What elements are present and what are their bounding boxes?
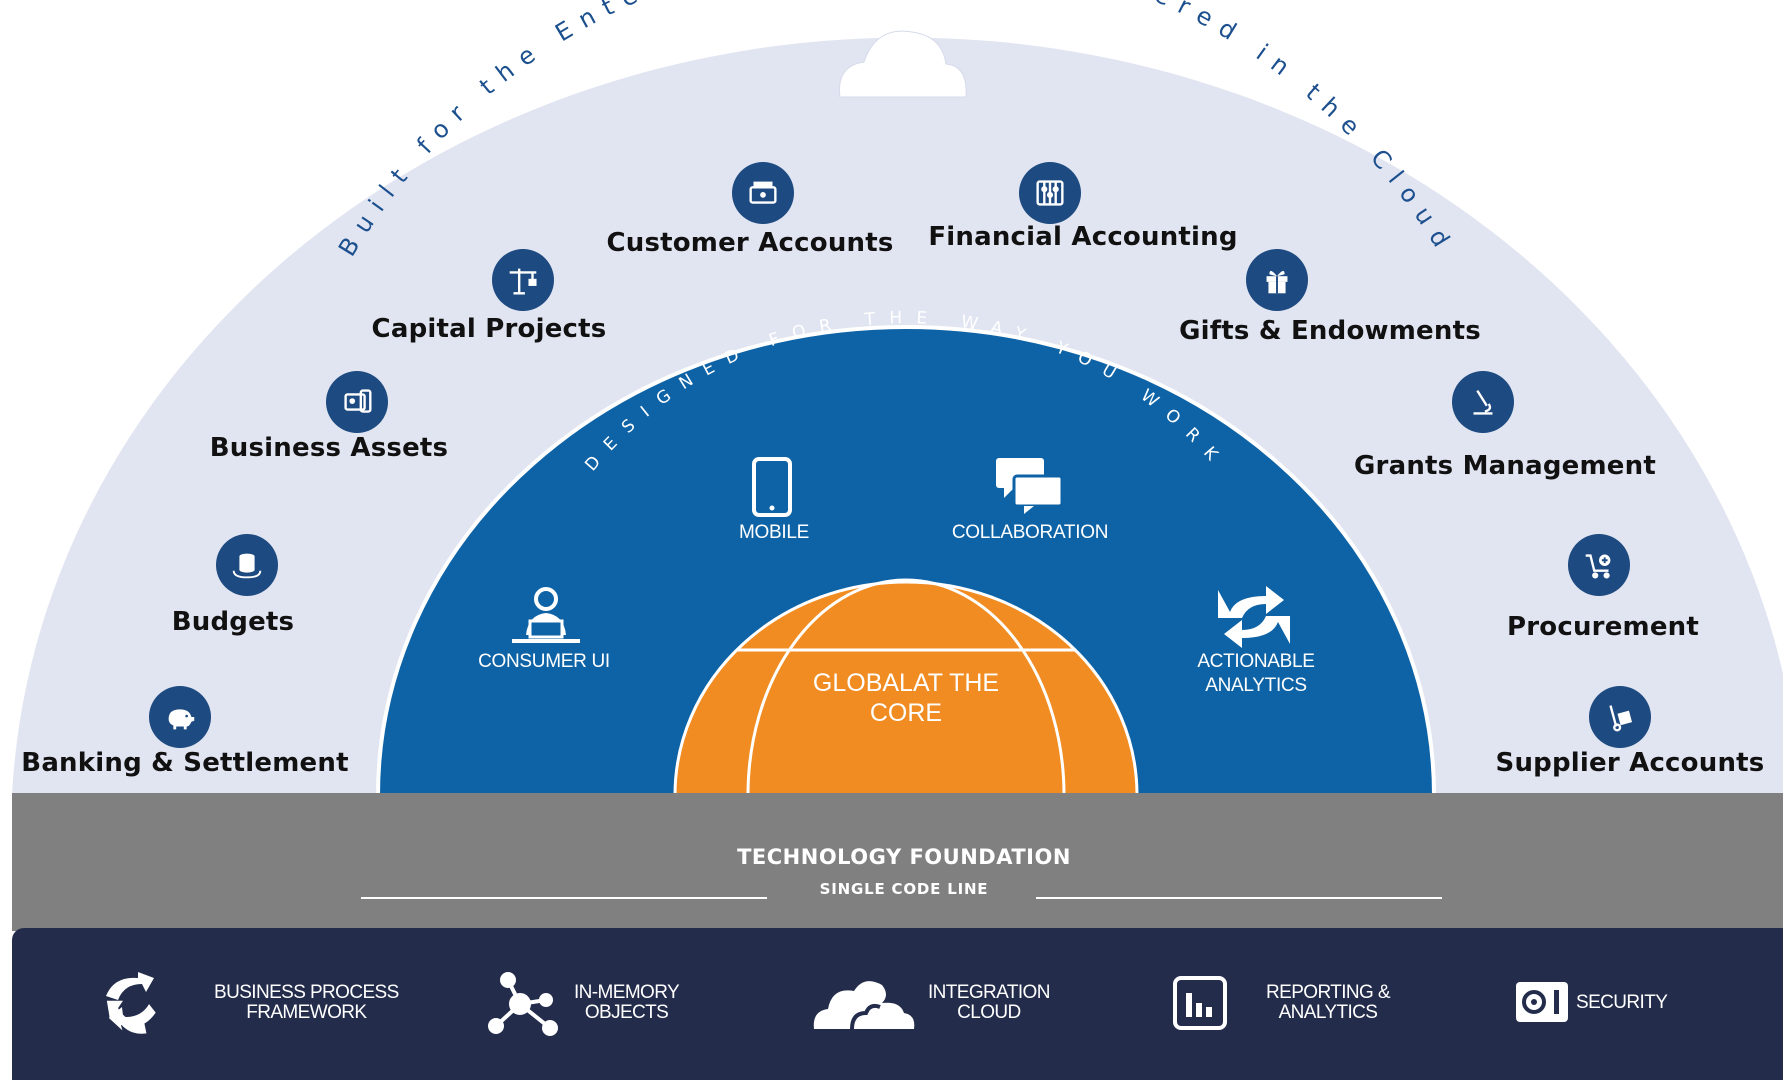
piggy-bank-icon bbox=[149, 686, 211, 748]
module-label-financial-accounting: Financial Accounting bbox=[928, 222, 1238, 252]
tech-item-business-process: BUSINESS PROCESS FRAMEWORK bbox=[102, 962, 399, 1044]
module-label-grants-management: Grants Management bbox=[1354, 451, 1656, 481]
tech-label-integration-cloud: INTEGRATION CLOUD bbox=[928, 982, 1050, 1023]
inner-blue-arch bbox=[375, 325, 1437, 797]
core-inner-arc bbox=[746, 578, 1066, 796]
coins-stack-icon bbox=[216, 534, 278, 596]
core-orange-dome bbox=[673, 580, 1139, 797]
cash-register-icon bbox=[732, 162, 794, 224]
hand-truck-icon bbox=[1589, 686, 1651, 748]
tech-capabilities-bar bbox=[12, 928, 1783, 1080]
module-label-supplier-accounts: Supplier Accounts bbox=[1495, 748, 1765, 778]
tech-label-business-process: BUSINESS PROCESS FRAMEWORK bbox=[214, 982, 399, 1023]
module-label-budgets: Budgets bbox=[171, 607, 295, 637]
foundation-left-rule bbox=[361, 897, 767, 899]
safe-icon bbox=[1516, 982, 1568, 1022]
tech-label-reporting-analytics: REPORTING & ANALYTICS bbox=[1266, 982, 1391, 1023]
id-card-tablet-icon bbox=[326, 371, 388, 433]
top-cloud-icon bbox=[839, 30, 967, 98]
tech-item-integration-cloud: INTEGRATION CLOUD bbox=[812, 962, 1050, 1044]
chat-bubbles-icon bbox=[994, 456, 1066, 518]
refresh-arrows-icon bbox=[1214, 586, 1294, 652]
module-label-gifts-endowments: Gifts & Endowments bbox=[1179, 316, 1481, 346]
cloud-icon bbox=[813, 981, 915, 1030]
cycle-arrows-icon bbox=[106, 972, 156, 1034]
mobile-phone-icon bbox=[750, 456, 794, 522]
network-nodes-icon bbox=[488, 972, 558, 1036]
user-laptop-icon bbox=[508, 585, 584, 651]
tech-item-in-memory: IN-MEMORY OBJECTS bbox=[488, 962, 680, 1044]
gift-icon bbox=[1246, 249, 1308, 311]
technology-foundation-subtitle: SINGLE CODE LINE bbox=[819, 880, 989, 898]
feature-label-collaboration: COLLABORATION bbox=[951, 522, 1109, 543]
shopping-cart-add-icon bbox=[1568, 534, 1630, 596]
tech-item-reporting-analytics: REPORTING & ANALYTICS bbox=[1172, 962, 1391, 1044]
foundation-right-rule bbox=[1036, 897, 1442, 899]
module-label-procurement: Procurement bbox=[1507, 612, 1699, 642]
feature-label-actionable-analytics: ACTIONABLE ANALYTICS bbox=[1197, 651, 1315, 696]
module-label-banking-settlement: Banking & Settlement bbox=[21, 748, 349, 778]
core-label: GLOBALAT THE CORE bbox=[812, 669, 1000, 727]
tech-label-in-memory: IN-MEMORY OBJECTS bbox=[574, 982, 680, 1023]
module-label-customer-accounts: Customer Accounts bbox=[606, 228, 894, 258]
abacus-icon bbox=[1019, 162, 1081, 224]
tech-label-security: SECURITY bbox=[1576, 992, 1668, 1013]
crane-icon bbox=[492, 249, 554, 311]
module-label-business-assets: Business Assets bbox=[209, 433, 449, 463]
technology-foundation-title: TECHNOLOGY FOUNDATION bbox=[737, 845, 1071, 869]
technology-foundation-band bbox=[12, 793, 1783, 931]
feature-label-consumer-ui: CONSUMER UI bbox=[478, 651, 610, 672]
bar-chart-icon bbox=[1173, 976, 1227, 1030]
feature-label-mobile: MOBILE bbox=[739, 522, 809, 543]
module-label-capital-projects: Capital Projects bbox=[371, 314, 607, 344]
tech-item-security: SECURITY bbox=[1514, 962, 1668, 1044]
microscope-icon bbox=[1452, 371, 1514, 433]
